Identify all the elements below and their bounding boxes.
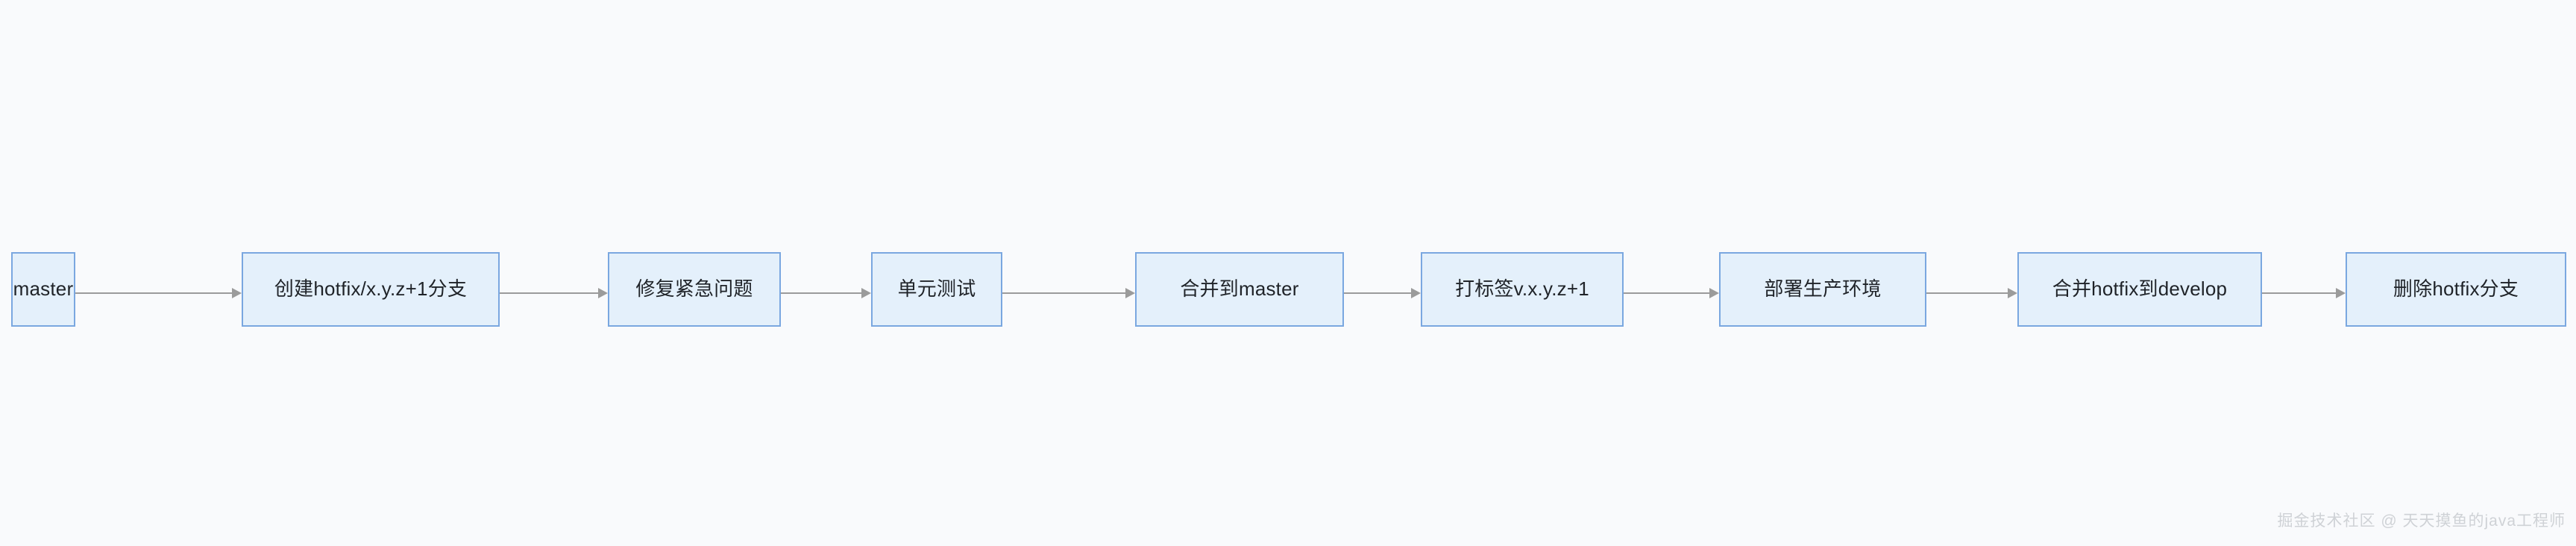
connector-line	[1002, 292, 1125, 294]
flow-node-merge-to-develop[interactable]: 合并hotfix到develop	[2017, 252, 2262, 327]
connector-line	[2262, 292, 2336, 294]
connector-line	[1344, 292, 1411, 294]
arrow-head-icon	[232, 288, 242, 298]
flowchart-node-row: master 创建hotfix/x.y.z+1分支 修复紧急问题 单元测试 合并到mas…	[0, 252, 2576, 327]
flow-node-label: 创建hotfix/x.y.z+1分支	[274, 277, 468, 301]
flow-node-merge-to-master[interactable]: 合并到master	[1135, 252, 1344, 327]
arrow-head-icon	[2008, 288, 2017, 298]
flow-node-label: master	[13, 277, 74, 301]
arrow-head-icon	[861, 288, 871, 298]
connector-line	[75, 292, 232, 294]
flow-connector-edge-4	[1002, 288, 1135, 298]
arrow-head-icon	[1709, 288, 1719, 298]
arrow-head-icon	[1125, 288, 1135, 298]
flow-node-create-hotfix[interactable]: 创建hotfix/x.y.z+1分支	[242, 252, 500, 327]
flow-node-label: 修复紧急问题	[635, 277, 753, 301]
arrow-head-icon	[1411, 288, 1421, 298]
flow-connector-edge-8	[2262, 288, 2346, 298]
connector-line	[1926, 292, 2008, 294]
flow-connector-edge-6	[1624, 288, 1719, 298]
flow-node-fix-urgent[interactable]: 修复紧急问题	[608, 252, 781, 327]
flow-node-tag-version[interactable]: 打标签v.x.y.z+1	[1421, 252, 1624, 327]
flow-node-label: 合并hotfix到develop	[2052, 277, 2228, 301]
watermark-text: 掘金技术社区 @ 天天摸鱼的java工程师	[2277, 512, 2566, 530]
flow-node-delete-hotfix[interactable]: 删除hotfix分支	[2346, 252, 2566, 327]
flow-connector-edge-2	[500, 288, 608, 298]
flow-node-label: 单元测试	[897, 277, 976, 301]
flow-node-label: 删除hotfix分支	[2393, 277, 2519, 301]
flow-connector-edge-3	[781, 288, 871, 298]
flow-node-label: 合并到master	[1180, 277, 1299, 301]
arrow-head-icon	[598, 288, 608, 298]
flow-connector-edge-7	[1926, 288, 2017, 298]
flow-node-unit-test[interactable]: 单元测试	[871, 252, 1002, 327]
flow-connector-edge-1	[75, 288, 242, 298]
arrow-head-icon	[2336, 288, 2346, 298]
connector-line	[781, 292, 861, 294]
flow-node-deploy-prod[interactable]: 部署生产环境	[1719, 252, 1926, 327]
connector-line	[1624, 292, 1709, 294]
flow-node-label: 部署生产环境	[1764, 277, 1882, 301]
connector-line	[500, 292, 598, 294]
flow-node-master[interactable]: master	[11, 252, 75, 327]
flow-node-label: 打标签v.x.y.z+1	[1455, 277, 1589, 301]
flow-connector-edge-5	[1344, 288, 1421, 298]
